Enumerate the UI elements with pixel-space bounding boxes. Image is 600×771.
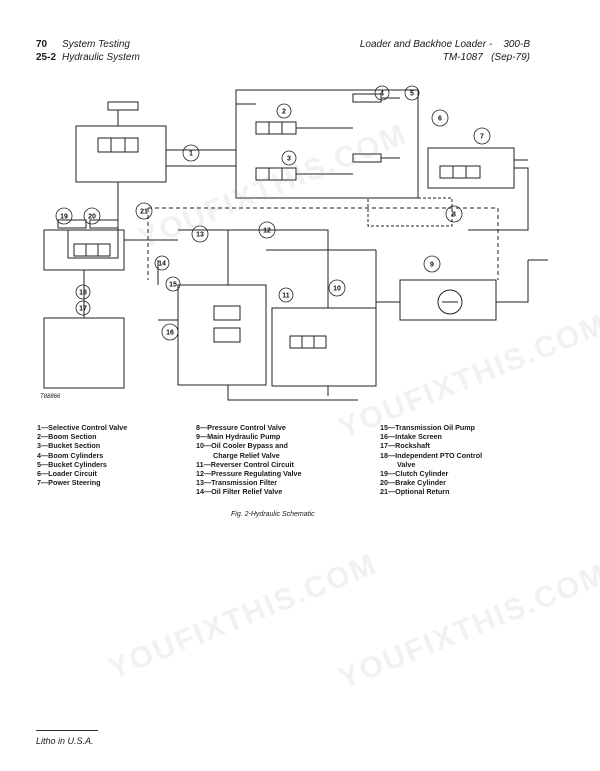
callout-number: 11 [282,293,290,300]
callout-number: 16 [166,330,174,337]
callout-number: 20 [88,214,96,221]
selective-control-valve-box [75,125,167,183]
callout-number: 18 [79,290,87,297]
section-number: 25-2 [36,52,57,63]
manual-date: (Sep-79) [491,52,530,63]
legend-item: 8—Pressure Control Valve [196,423,286,432]
legend-item: 2—Boom Section [37,432,97,442]
legend-column-1: 1—Selective Control Valve 2—Boom Section… [37,423,127,487]
loader-circuit-box [235,89,419,199]
brake-clutch-box [43,229,125,271]
legend-item: 21—Optional Return [380,487,450,497]
legend-item: 18—Independent PTO Control [380,450,483,460]
callout-number: 1 [189,151,193,158]
callout-number: 10 [333,286,341,293]
legend-item: 14—Oil Filter Relief Valve [196,487,283,497]
legend-item: 6—Loader Circuit [37,469,97,479]
watermark: YOUFIXTHIS.COM [104,547,382,686]
callout-number: 6 [438,116,442,123]
oil-cooler-box [271,307,377,387]
legend-item: 1—Selective Control Valve [37,423,128,432]
callout-number: 5 [410,91,414,98]
callout-number: 3 [287,156,291,163]
machine-name: Loader and Backhoe Loader - [359,39,493,50]
callout-number: 8 [452,212,456,219]
legend-item: 20—Brake Cylinder [380,478,446,488]
legend-item-continued: Charge Relief Valve [213,450,280,460]
legend-item: 11—Reverser Control Circuit [196,459,294,469]
callout-number: 9 [430,262,434,269]
callout-number: 17 [79,306,87,313]
model-number: 300-B [503,39,530,50]
callout-number: 13 [196,232,204,239]
page-number: 70 [36,39,48,50]
pressure-control-box [367,197,453,227]
legend-item: 12—Pressure Regulating Valve [196,469,302,479]
legend-item: 16—Intake Screen [380,432,442,442]
legend-item: 13—Transmission Filter [196,478,278,488]
legend-item: 17—Rockshaft [380,441,430,451]
legend-item: 9—Main Hydraulic Pump [196,432,281,442]
watermark: YOUFIXTHIS.COM [334,557,600,696]
section-title: System Testing [62,39,130,50]
manual-number: TM-1087 [442,52,483,63]
callout-number: 12 [263,228,271,235]
legend-item: 5—Bucket Cylinders [37,459,107,469]
legend-column-2: 8—Pressure Control Valve 9—Main Hydrauli… [196,423,301,497]
reverser-control-box [177,284,267,386]
figure-code: T88866 [40,394,61,400]
legend-item: 10—Oil Cooler Bypass and [196,441,288,451]
callout-number: 7 [480,134,484,141]
main-pump-box [399,279,497,321]
legend-item-continued: Valve [397,459,416,469]
callout-number: 19 [60,214,68,221]
footer-rule [36,730,98,731]
page-header-left: 70 System Testing 25-2 Hydraulic System [36,38,140,64]
callout-number: 15 [169,282,177,289]
power-steering-box [427,147,515,189]
callout-number: 4 [380,91,384,98]
legend-item: 19—Clutch Cylinder [380,469,449,479]
figure-caption: Fig. 2-Hydraulic Schematic [231,511,315,518]
callout-number: 14 [158,261,166,268]
legend-item: 3—Bucket Section [37,441,101,451]
callout-number: 2 [282,109,286,116]
subsection-title: Hydraulic System [62,52,140,63]
callout-number: 21 [140,209,148,216]
legend-item: 15—Transmission Oil Pump [380,423,476,432]
footer-text: Litho in U.S.A. [36,736,94,746]
legend-item: 4—Boom Cylinders [37,450,104,460]
page-header-right: Loader and Backhoe Loader - 300-B TM-108… [360,38,530,64]
pto-control-box [43,317,125,389]
legend-column-3: 15—Transmission Oil Pump 16—Intake Scree… [380,423,482,497]
legend-item: 7—Power Steering [37,478,101,488]
